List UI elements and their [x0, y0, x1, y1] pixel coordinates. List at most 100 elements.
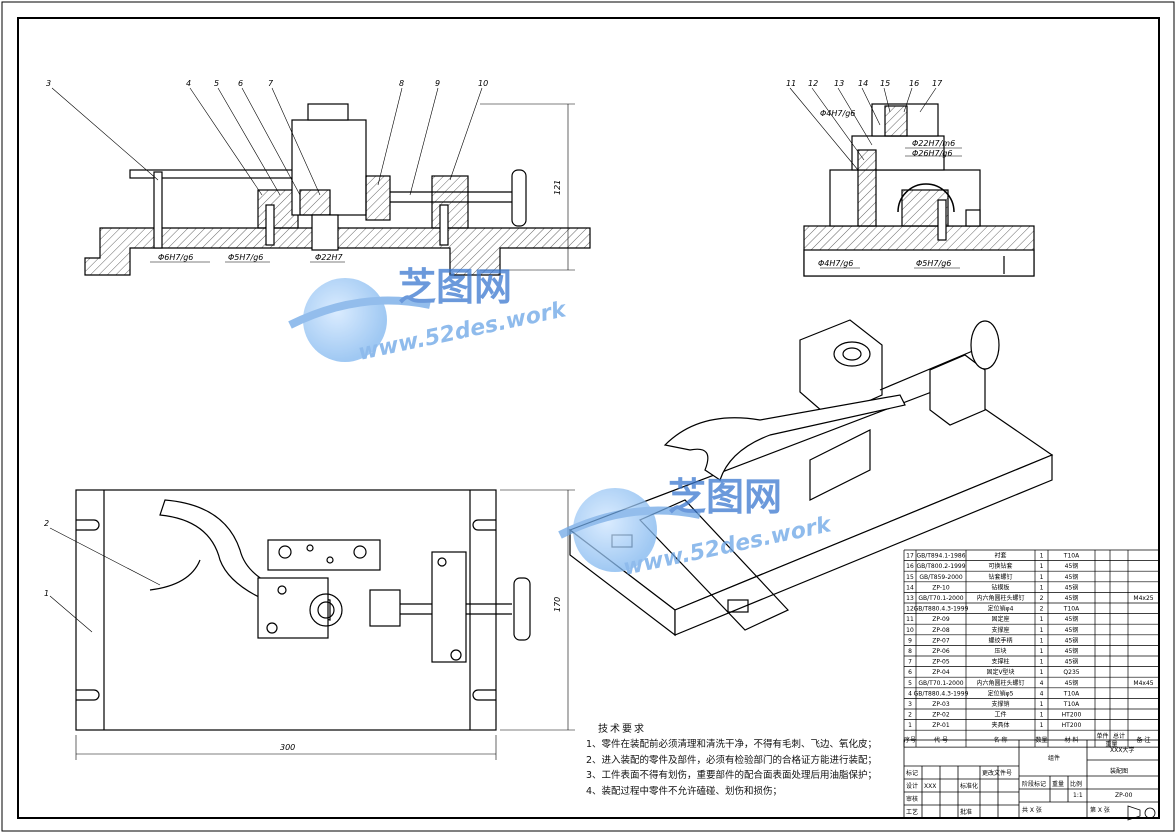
process-label: 工艺: [906, 808, 918, 816]
bom-qty: 2: [1040, 595, 1044, 602]
bom-material: 45钢: [1065, 573, 1079, 581]
dim-height: 121: [553, 180, 562, 195]
dim-fit: Φ6H7/g6: [158, 253, 193, 262]
bom-qty: 1: [1040, 669, 1044, 676]
bom-material: T10A: [1063, 690, 1080, 697]
stage-label: 阶段标记: [1022, 780, 1046, 788]
bom-material: T10A: [1063, 553, 1080, 560]
tech-req-title: 技术要求: [598, 724, 646, 735]
bom-no: 1: [908, 722, 912, 729]
bom-code: ZP-07: [932, 637, 950, 644]
school-name: XXX大学: [1110, 746, 1134, 754]
side-view: [789, 87, 1035, 277]
bom-qty: 1: [1040, 553, 1044, 560]
bom-no: 8: [908, 648, 912, 655]
bom-name: 固定V型块: [986, 668, 1014, 676]
isometric-view: [568, 319, 1054, 637]
bom-code: GB/T880.4.3-1999: [914, 690, 969, 697]
bom-code: ZP-03: [932, 701, 950, 708]
watermark-top: 芝图网 www.52des.work: [288, 265, 570, 366]
bom-code: ZP-04: [932, 669, 950, 676]
part-number: 16: [909, 79, 919, 88]
bom-no: 7: [908, 659, 912, 666]
bom-name: 衬套: [994, 552, 1006, 560]
bom-code: GB/T880.4.3-1999: [914, 606, 969, 613]
dim-fit: Φ5H7/g6: [916, 259, 951, 268]
bom-code: GB/T70.1-2000: [918, 595, 963, 602]
part-number: 9: [435, 79, 440, 88]
bom-no: 5: [908, 680, 912, 687]
bom-code: GB/T894.1-1986: [916, 553, 965, 560]
bom-qty: 4: [1040, 690, 1044, 697]
bom-name: 工件: [994, 711, 1006, 719]
revision-col: 标记: [906, 769, 918, 777]
dim-fit: Φ5H7/g6: [228, 253, 263, 262]
front-view-labels: 3 4 5 6 7 8 9 10 121 Φ6H7/g6 Φ5H7/g6 Φ22…: [46, 79, 562, 262]
part-number: 2: [44, 519, 49, 528]
bom-material: 45钢: [1065, 594, 1079, 602]
tech-req-item: 4、装配过程中零件不允许磕碰、划伤和损伤；: [586, 785, 783, 797]
bom-name: 可换钻套: [988, 562, 1012, 570]
bom-name: 螺纹手柄: [988, 636, 1012, 644]
bom-no: 13: [906, 595, 914, 602]
dim-fit: Φ4H7/g6: [818, 259, 853, 268]
designer-label: 设计: [906, 782, 918, 790]
bom-material: HT200: [1062, 722, 1082, 729]
bom-no: 6: [908, 669, 912, 676]
bom-material: 45钢: [1065, 636, 1079, 644]
bom-material: 45钢: [1065, 679, 1079, 687]
bom-material: 45钢: [1065, 562, 1079, 570]
bom-code: ZP-05: [932, 659, 950, 666]
dim-fit: Φ26H7/g6: [912, 149, 952, 158]
part-number: 3: [46, 79, 51, 88]
front-view: [51, 87, 591, 276]
tech-req-item: 1、零件在装配前必须清理和清洗干净，不得有毛刺、飞边、氧化皮；: [586, 739, 878, 750]
bom-name: 固定座: [991, 615, 1009, 623]
bom-code: GB/T70.1-2000: [918, 680, 963, 687]
bom-qty: 1: [1040, 616, 1044, 623]
bom-name: 支撑柱: [991, 658, 1009, 666]
bom-name: 支撑销: [991, 700, 1009, 708]
bom-name: 钻模板: [991, 583, 1009, 591]
part-number: 14: [858, 79, 868, 88]
bom-qty: 1: [1040, 627, 1044, 634]
bom-qty: 1: [1040, 701, 1044, 708]
bom-material: 45钢: [1065, 583, 1079, 591]
bom-no: 16: [906, 563, 914, 570]
bom-code: ZP-08: [932, 627, 950, 634]
part-number: 13: [834, 79, 844, 88]
bom-name: 内六角圆柱头螺钉: [976, 594, 1024, 602]
drawing-name: 装配图: [1110, 767, 1128, 775]
top-view: [49, 489, 575, 760]
dim-fit: Φ22H7/m6: [912, 139, 955, 148]
bom-name: 定位销φ4: [988, 605, 1014, 613]
bom-name: 定位销φ5: [988, 689, 1014, 697]
technical-requirements: 技术要求 1、零件在装配前必须清理和清洗干净，不得有毛刺、飞边、氧化皮； 2、进…: [586, 720, 896, 799]
weight-label: 重量: [1052, 780, 1064, 788]
tech-req-item: 3、工件表面不得有划伤，重要部件的配合面表面处理后用油脂保护；: [586, 770, 878, 781]
title-block: [903, 739, 1160, 819]
bom-code: ZP-10: [932, 584, 950, 591]
bom-material: HT200: [1062, 712, 1082, 719]
part-number: 15: [880, 79, 890, 88]
inner-border: [17, 17, 1160, 819]
bom-material: T10A: [1063, 606, 1080, 613]
dim-height: 170: [553, 597, 562, 612]
bom-qty: 2: [1040, 606, 1044, 613]
bom-name: 支撑座: [991, 626, 1009, 634]
bom-no: 9: [908, 637, 912, 644]
bom-header-total-weight: 总计: [1113, 732, 1125, 740]
part-number: 1: [44, 589, 49, 598]
approve-label: 批准: [960, 808, 972, 816]
bom-qty: 1: [1040, 584, 1044, 591]
bom-material: 45钢: [1065, 626, 1079, 634]
checker-label: 审核: [906, 795, 918, 803]
bom-code: GB/T859-2000: [919, 574, 963, 581]
bom-qty: 1: [1040, 722, 1044, 729]
dim-fit: Φ22H7: [315, 253, 343, 262]
bom-qty: 1: [1040, 574, 1044, 581]
watermark-brand: 芝图网: [398, 265, 512, 309]
part-number: 5: [214, 79, 219, 88]
bom-material: 45钢: [1065, 647, 1079, 655]
